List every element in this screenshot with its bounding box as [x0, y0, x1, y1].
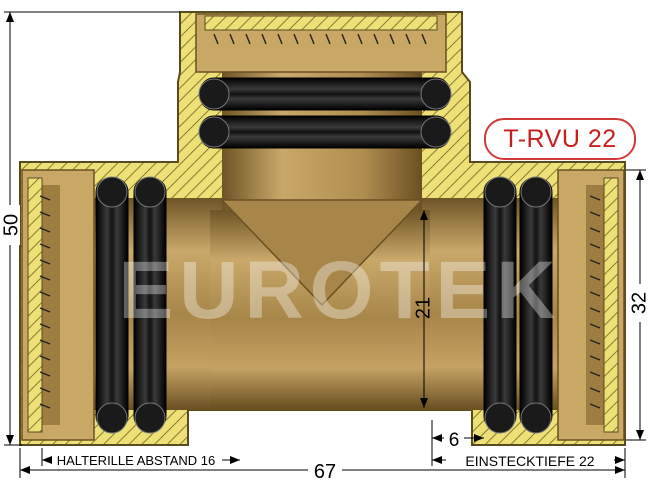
- right-o-rings: [483, 176, 553, 434]
- dim-retainer-spacing: HALTERILLE ABSTAND 16: [57, 453, 215, 468]
- dim-insertion-depth: EINSTECKTIEFE 22: [465, 453, 594, 469]
- left-o-rings: [95, 176, 167, 434]
- dimension-arrows: [6, 12, 644, 474]
- product-title-badge: T-RVU 22: [484, 118, 636, 160]
- watermark: EUROTEK: [119, 245, 562, 336]
- dim-outer-diameter: 32: [628, 292, 650, 314]
- dim-overall-length: 67: [314, 461, 336, 483]
- dim-overall-height: 50: [0, 214, 22, 236]
- left-end-cup: [21, 169, 95, 441]
- dim-inner-diameter: 21: [412, 297, 434, 319]
- top-o-rings: [198, 77, 452, 149]
- dim-gap: 6: [449, 430, 460, 451]
- right-end-cup: [557, 169, 625, 441]
- product-title: T-RVU 22: [503, 124, 617, 153]
- top-end-cup: [195, 13, 447, 73]
